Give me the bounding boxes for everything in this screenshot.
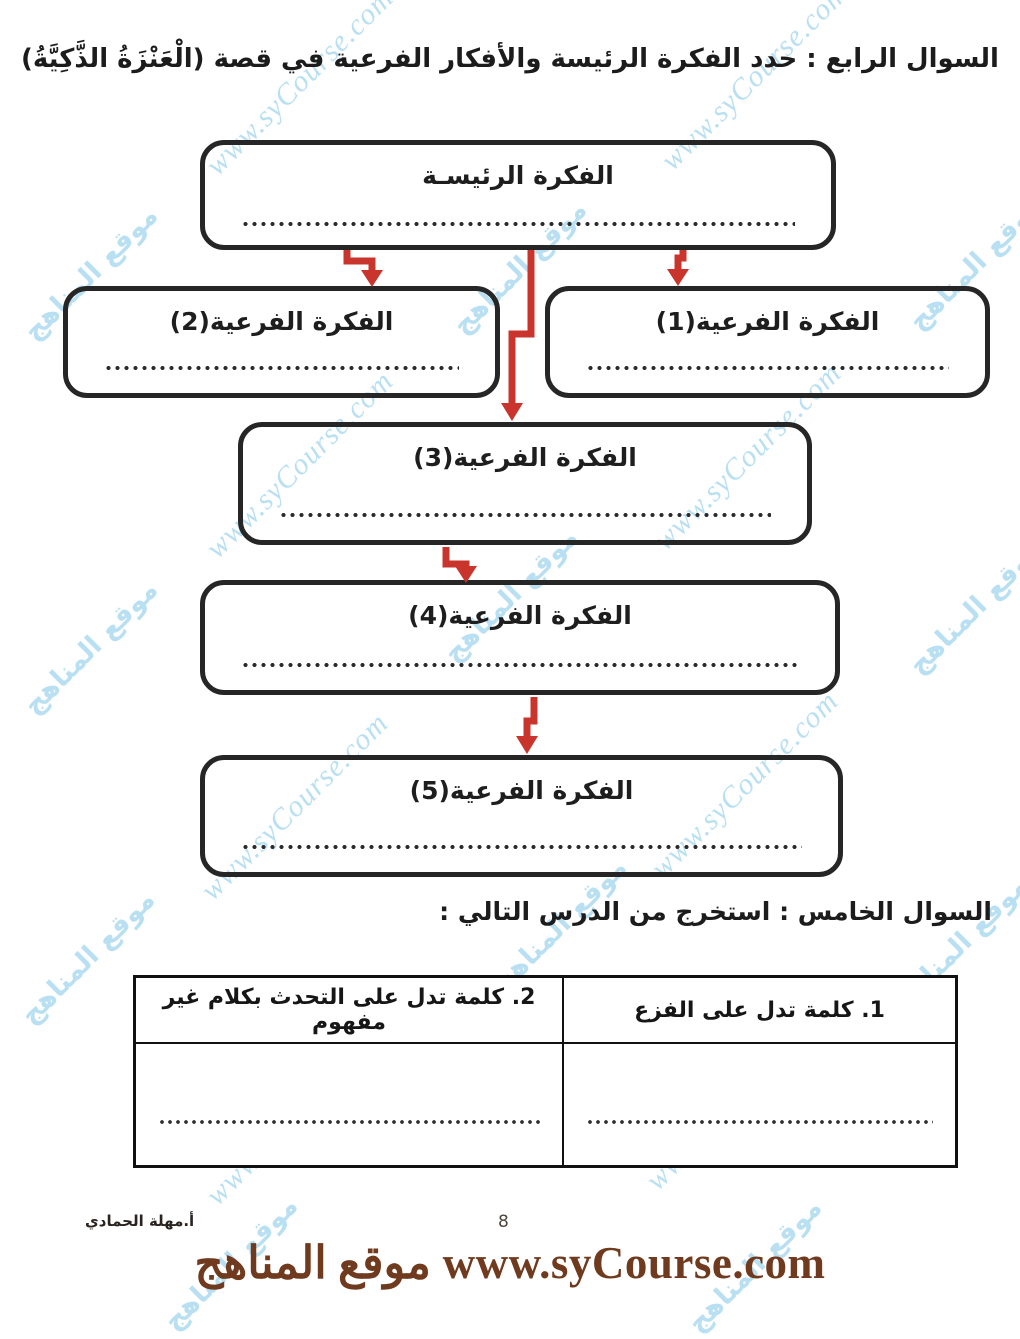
- table-header-row: 1. كلمة تدل على الفزع 2. كلمة تدل على ال…: [136, 978, 955, 1044]
- connector-main-to-sub2: [343, 250, 376, 271]
- main-idea-box: الفكرة الرئيسـة: [200, 140, 836, 250]
- sub-idea-box-2: الفكرة الفرعية(2): [63, 286, 500, 398]
- arrowhead-icon: [501, 403, 523, 421]
- page-number: 8: [498, 1212, 509, 1232]
- main-idea-label: الفكرة الرئيسـة: [422, 161, 614, 190]
- sub-idea-5-label: الفكرة الفرعية(5): [409, 776, 634, 805]
- answer-line: [241, 662, 799, 668]
- sub-idea-box-3: الفكرة الفرعية(3): [238, 422, 812, 545]
- header-word-fear: 1. كلمة تدل على الفزع: [634, 997, 885, 1023]
- answer-line: [279, 512, 771, 518]
- header-word-gibberish: 2. كلمة تدل على التحدث بكلام غير مفهوم: [162, 985, 536, 1035]
- connector-main-to-sub1: [674, 250, 687, 271]
- answer-line: [586, 1118, 933, 1125]
- table-answer-cell-1: [562, 1044, 955, 1165]
- sub-idea-3-label: الفكرة الفرعية(3): [413, 443, 637, 472]
- answer-line: [241, 221, 795, 227]
- arrowhead-icon: [516, 736, 538, 754]
- watermark-manahij: موقع المناهج: [902, 534, 1020, 681]
- connector-main-to-sub3: [508, 250, 535, 404]
- teacher-name: أ.مهلة الحمادي: [85, 1212, 195, 1230]
- site-brand-line: www.syCourse.com موقع المناهج: [194, 1238, 826, 1288]
- table-answer-cell-2: [136, 1044, 562, 1165]
- sub-idea-2-label: الفكرة الفرعية(2): [169, 307, 394, 336]
- table-header-cell-1: 1. كلمة تدل على الفزع: [562, 978, 955, 1042]
- sub-idea-box-5: الفكرة الفرعية(5): [200, 755, 843, 877]
- answer-line: [586, 365, 949, 371]
- extraction-table: 1. كلمة تدل على الفزع 2. كلمة تدل على ال…: [133, 975, 958, 1168]
- answer-line: [104, 365, 459, 371]
- sub-idea-4-label: الفكرة الفرعية(4): [408, 601, 632, 630]
- watermark-manahij: موقع المناهج: [17, 574, 165, 721]
- sub-idea-1-label: الفكرة الفرعية(1): [655, 307, 880, 336]
- answer-line: [241, 844, 802, 850]
- answer-line: [158, 1118, 540, 1125]
- connector-sub4-to-sub5: [523, 697, 538, 738]
- arrowhead-icon: [667, 269, 689, 286]
- question-4-title: السوال الرابع : حدد الفكرة الرئيسة والأف…: [21, 44, 999, 74]
- table-answer-row: [136, 1044, 955, 1165]
- question-5-title: السوال الخامس : استخرج من الدرس التالي :: [439, 897, 992, 926]
- arrowhead-icon: [361, 270, 383, 287]
- sub-idea-box-4: الفكرة الفرعية(4): [200, 580, 840, 695]
- connector-sub3-to-sub4: [442, 547, 470, 568]
- sub-idea-box-1: الفكرة الفرعية(1): [545, 286, 990, 398]
- table-header-cell-2: 2. كلمة تدل على التحدث بكلام غير مفهوم: [136, 978, 562, 1042]
